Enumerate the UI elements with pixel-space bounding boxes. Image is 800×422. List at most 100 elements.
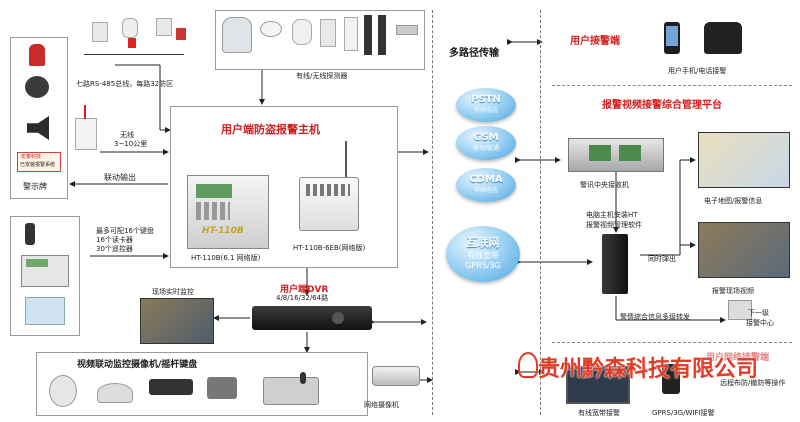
smoke-sensor-icon <box>260 21 282 37</box>
antenna-icon <box>84 105 86 119</box>
software-label-1: 电脑主机安装HT <box>586 211 638 219</box>
host-model-b: HT-110B-6EB(网络版) <box>293 244 366 252</box>
dvr-device <box>252 306 372 330</box>
pir-sensor-icon <box>292 19 312 45</box>
box-camera-icon <box>207 377 237 399</box>
siren-panel: 宏泰科技 已安装报警系统 警示牌 <box>10 37 68 199</box>
cameras-title: 视频联动监控摄像机/摇杆键盘 <box>77 360 198 370</box>
strobe-siren-icon <box>29 44 45 66</box>
live-monitor-screen <box>140 298 214 344</box>
central-receiver-device <box>568 138 664 172</box>
sync-label: 同时弹出 <box>648 255 676 263</box>
alarm-host-panel: 用户端防盗报警主机 HT-110B HT-110B(6.1 网络版) HT-11… <box>170 106 398 268</box>
cdma-main: CDMA <box>469 174 503 185</box>
bullet-camera-icon <box>149 379 193 395</box>
curtain-sensor-icon <box>344 17 358 51</box>
host-brand-mark: HT-110B <box>202 226 244 236</box>
keypad-icon <box>21 255 69 287</box>
divider-right-top <box>552 85 792 86</box>
software-label-2: 报警视频管理软件 <box>586 221 642 229</box>
map-label: 电子地图/报警信息 <box>704 197 763 205</box>
network-camera-icon <box>372 366 420 386</box>
host-model-a: HT-110B(6.1 网络版) <box>191 254 261 262</box>
receiver-label: 警讯中央接收机 <box>580 181 629 189</box>
loudspeaker-icon <box>25 76 49 98</box>
horn-speaker-icon <box>27 116 49 140</box>
wireless-range: 3~10公里 <box>114 140 148 148</box>
host-keys <box>196 202 230 220</box>
dome-detector-icon <box>222 17 252 53</box>
beam-sensor-b-icon <box>378 15 386 55</box>
divider-left <box>432 10 433 415</box>
alarm-light-icon <box>128 38 136 48</box>
bus-wire <box>84 54 184 55</box>
door-contact-icon <box>396 25 418 35</box>
divider-right-bottom <box>552 342 792 343</box>
dvr-channels: 4/8/16/32/64路 <box>276 294 329 302</box>
cdma-bubble: CDMA 中国电信 <box>456 168 516 202</box>
sign-text: 已安装报警系统 <box>20 162 56 168</box>
detectors-panel <box>215 10 425 70</box>
pstn-sub: 有线电话 <box>473 107 498 114</box>
desk-phone-icon <box>704 22 742 54</box>
host-antenna-icon <box>345 141 347 177</box>
warning-sign: 宏泰科技 已安装报警系统 <box>17 152 61 172</box>
sign-label: 警示牌 <box>23 182 47 191</box>
watermark-logo-icon <box>518 352 538 378</box>
forward-label: 警情综合信息多级转发 <box>620 313 690 321</box>
user-alarm-title: 用户接警端 <box>570 36 620 47</box>
glass-break-icon <box>320 19 336 47</box>
host-b-indicators <box>306 184 350 196</box>
company-watermark: 贵州黔森科技有限公司 <box>538 356 759 382</box>
network-camera-label: 网络摄像机 <box>364 401 399 409</box>
remote-control-icon <box>25 223 35 245</box>
internet-line-1: 互联网 <box>466 236 500 249</box>
wireless-label: 无线 <box>120 131 134 139</box>
detectors-label: 有线/无线探测器 <box>296 72 348 80</box>
video-display <box>698 222 790 278</box>
phone-label: 用户手机/电话接警 <box>668 67 727 75</box>
pstn-main: PSTN <box>471 94 501 105</box>
smoke-detector-icon <box>122 18 138 38</box>
map-display <box>698 132 790 188</box>
receiver-screen-b <box>619 145 641 161</box>
laptop-screen-icon <box>566 366 630 404</box>
joystick-icon <box>300 372 306 384</box>
broadband-label: 有线宽带接警 <box>578 409 620 417</box>
gsm-bubble: GSM 移动/联通 <box>456 126 516 160</box>
cdma-sub: 中国电信 <box>473 187 498 194</box>
gsm-main: GSM <box>473 132 499 143</box>
host-device-a: HT-110B <box>187 175 269 249</box>
beam-sensor-a-icon <box>364 15 372 55</box>
ptz-keyboard-icon <box>263 372 319 405</box>
phone-screen <box>666 26 678 46</box>
network-title: 用户网络接警端 <box>706 353 770 363</box>
pc-tower-icon <box>602 234 628 294</box>
keypad-panel <box>10 216 80 336</box>
dvr-knob <box>332 312 344 324</box>
bus-label: 七路RS-485总线，每路32防区 <box>76 80 174 88</box>
next-center-icon <box>728 300 752 320</box>
divider-right <box>540 10 541 415</box>
host-device-b <box>299 177 359 231</box>
internet-bubble: 互联网 有线宽带 GPRS/3G <box>446 226 520 282</box>
cameras-panel: 视频联动监控摄像机/摇杆键盘 <box>36 352 368 416</box>
video-label: 报警现场视频 <box>712 287 754 295</box>
middle-title: 多路径传输 <box>449 48 499 59</box>
gprs-label: GPRS/3G/WIFI接警 <box>652 409 715 417</box>
internet-line-2: 有线宽带 <box>467 251 499 260</box>
panic-button-icon <box>156 18 172 36</box>
next-center-1: 下一级 <box>748 309 769 317</box>
linkage-output-label: 联动输出 <box>104 173 136 182</box>
smartphone-icon <box>662 364 680 394</box>
gsm-sub: 移动/联通 <box>472 145 500 152</box>
receiver-screen-a <box>589 145 611 161</box>
next-center-2: 接警中心 <box>746 319 774 327</box>
dvr-title: 用户端DVR <box>280 285 329 295</box>
platform-title: 报警视频接警综合管理平台 <box>602 100 722 111</box>
speed-dome-camera-icon <box>49 375 77 407</box>
wireless-module-icon <box>75 105 97 150</box>
bus-devices <box>80 14 190 66</box>
network-ops: 远程布防/撤防等操作 <box>720 379 786 387</box>
